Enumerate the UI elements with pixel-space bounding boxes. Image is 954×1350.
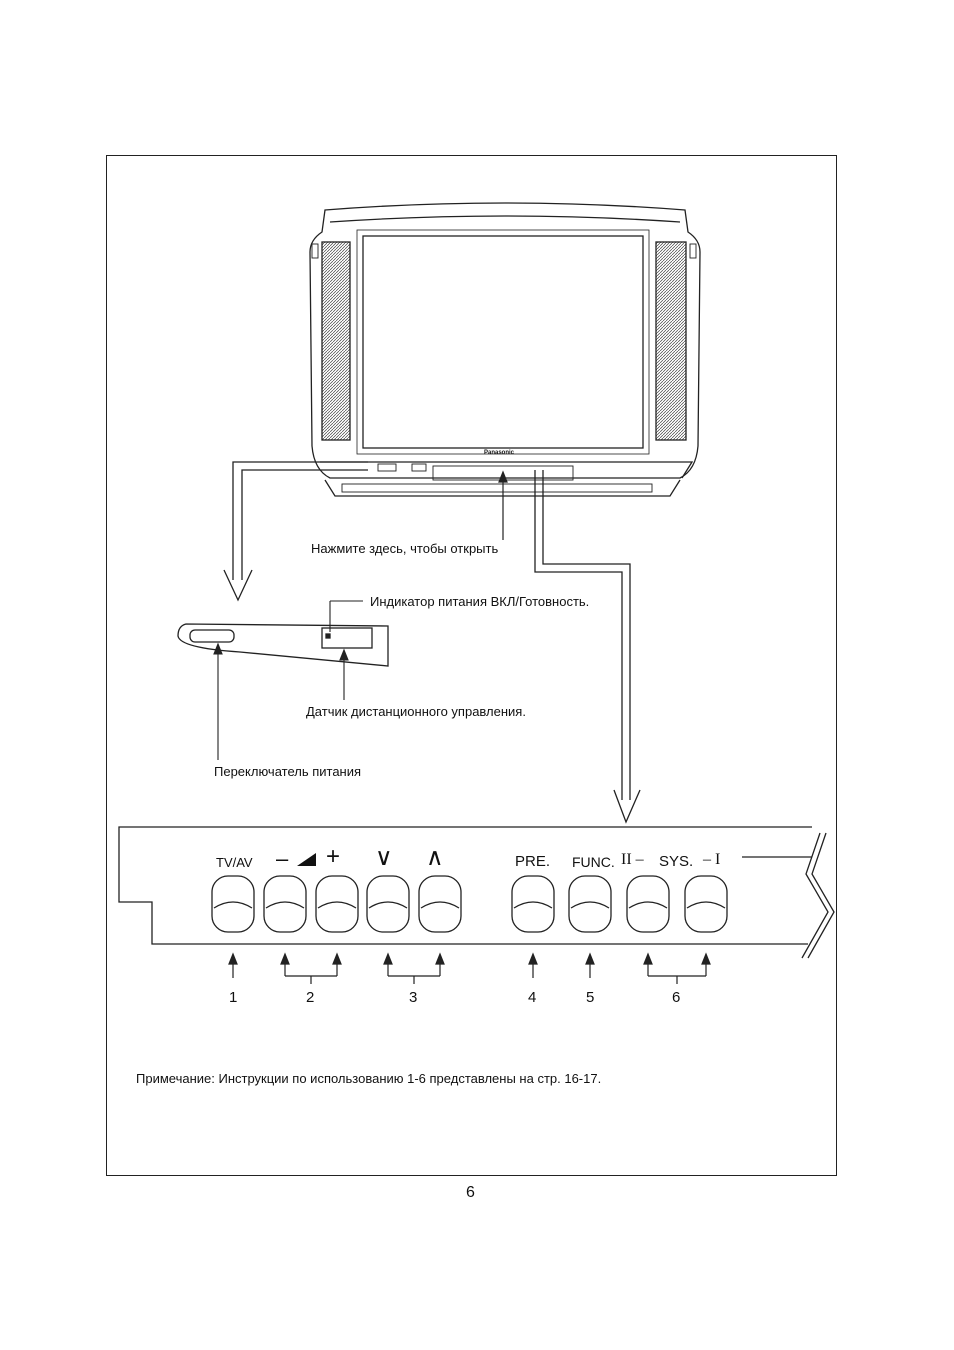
channel-up-label: ∧ bbox=[426, 846, 444, 870]
power-switch-label: Переключатель питания bbox=[214, 765, 361, 778]
sys-left-label: II – bbox=[621, 852, 644, 868]
callout-number: 1 bbox=[229, 990, 237, 1005]
front-door-strip bbox=[178, 624, 388, 666]
button-3b bbox=[419, 876, 461, 932]
tv-brand-logo: Panasonic bbox=[484, 450, 514, 456]
button-1 bbox=[212, 876, 254, 932]
sys-right-label: – I bbox=[703, 852, 720, 868]
remote-sensor-label: Датчик дистанционного управления. bbox=[306, 705, 526, 718]
button-4 bbox=[512, 876, 554, 932]
channel-down-label: ∨ bbox=[375, 846, 393, 870]
volume-plus-label: + bbox=[326, 845, 340, 869]
button-6b bbox=[685, 876, 727, 932]
callout-arrows bbox=[229, 954, 710, 984]
volume-wedge-icon bbox=[297, 853, 316, 866]
volume-minus-label: – bbox=[276, 848, 288, 870]
func-label: FUNC. bbox=[572, 855, 615, 869]
panel-buttons bbox=[212, 876, 727, 932]
callout-number: 6 bbox=[672, 990, 680, 1005]
right-speaker-grille bbox=[656, 242, 686, 440]
front-panel-arrow bbox=[224, 462, 368, 600]
open-hint-leader bbox=[499, 472, 507, 540]
open-hint-label: Нажмите здесь, чтобы открыть bbox=[311, 542, 498, 555]
button-3a bbox=[367, 876, 409, 932]
usage-note: Примечание: Инструкции по использованию … bbox=[136, 1072, 601, 1085]
page-number: 6 bbox=[466, 1184, 475, 1202]
sys-label: SYS. bbox=[659, 854, 693, 869]
callout-number: 4 bbox=[528, 990, 536, 1005]
callout-number: 3 bbox=[409, 990, 417, 1005]
button-5 bbox=[569, 876, 611, 932]
tv-av-label: TV/AV bbox=[216, 856, 253, 869]
button-6a bbox=[627, 876, 669, 932]
pre-label: PRE. bbox=[515, 854, 550, 869]
power-indicator-label: Индикатор питания ВКЛ/Готовность. bbox=[370, 595, 589, 608]
left-speaker-grille bbox=[322, 242, 350, 440]
button-2a bbox=[264, 876, 306, 932]
callout-number: 5 bbox=[586, 990, 594, 1005]
control-panel-arrow bbox=[535, 470, 640, 822]
button-2b bbox=[316, 876, 358, 932]
callout-number: 2 bbox=[306, 990, 314, 1005]
tv-screen bbox=[363, 236, 643, 448]
